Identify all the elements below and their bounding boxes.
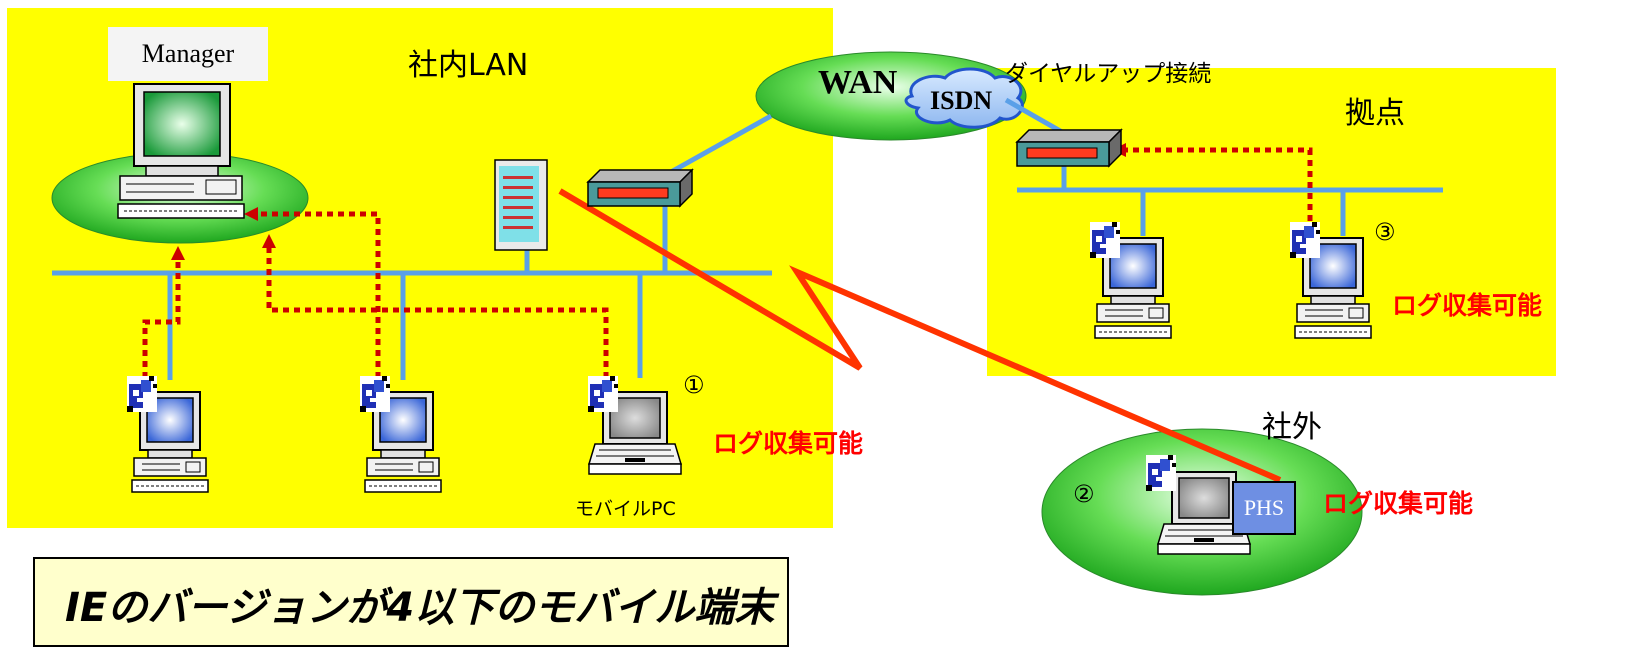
outside-label: 社外 (1262, 410, 1322, 445)
agent-icon (588, 376, 618, 412)
manager-pc-icon (117, 83, 245, 219)
mobile-pc-label: モバイルPC (575, 498, 676, 520)
agent-icon (127, 376, 157, 412)
log-collectable-outside: ログ収集可能 (1323, 489, 1474, 518)
manager-label: Manager (108, 27, 268, 81)
log-collectable-base: ログ収集可能 (1392, 291, 1543, 320)
base-zone (987, 68, 1556, 376)
note-text: IEのバージョンが4以下のモバイル端末 (65, 585, 775, 631)
log-arrowheads (171, 143, 1126, 260)
agent-icon (1090, 222, 1120, 258)
base-label: 拠点 (1345, 96, 1405, 131)
dialup-label: ダイヤルアップ接続 (1005, 61, 1212, 87)
agent-icon (360, 376, 390, 412)
phs-label: PHS (1232, 481, 1296, 535)
marker-3: ③ (1374, 218, 1396, 246)
note-box: IEのバージョンが4以下のモバイル端末 (33, 557, 789, 647)
agent-icon (1146, 455, 1176, 491)
network-diagram (7, 8, 1556, 596)
router-icon (1016, 129, 1122, 167)
server-tower-icon (494, 159, 548, 251)
isdn-label: ISDN (930, 86, 993, 115)
log-paths (142, 147, 1313, 378)
isdn-cloud-icon (904, 67, 1024, 129)
network-lines (52, 97, 1443, 380)
marker-1: ① (683, 371, 705, 399)
router-icon (587, 169, 693, 207)
remote-link (558, 188, 1282, 483)
agent-icon (1290, 222, 1320, 258)
log-collectable-lan: ログ収集可能 (713, 429, 864, 458)
marker-2: ② (1073, 480, 1095, 508)
wan-label: WAN (818, 64, 898, 101)
lan-label: 社内LAN (408, 48, 529, 83)
